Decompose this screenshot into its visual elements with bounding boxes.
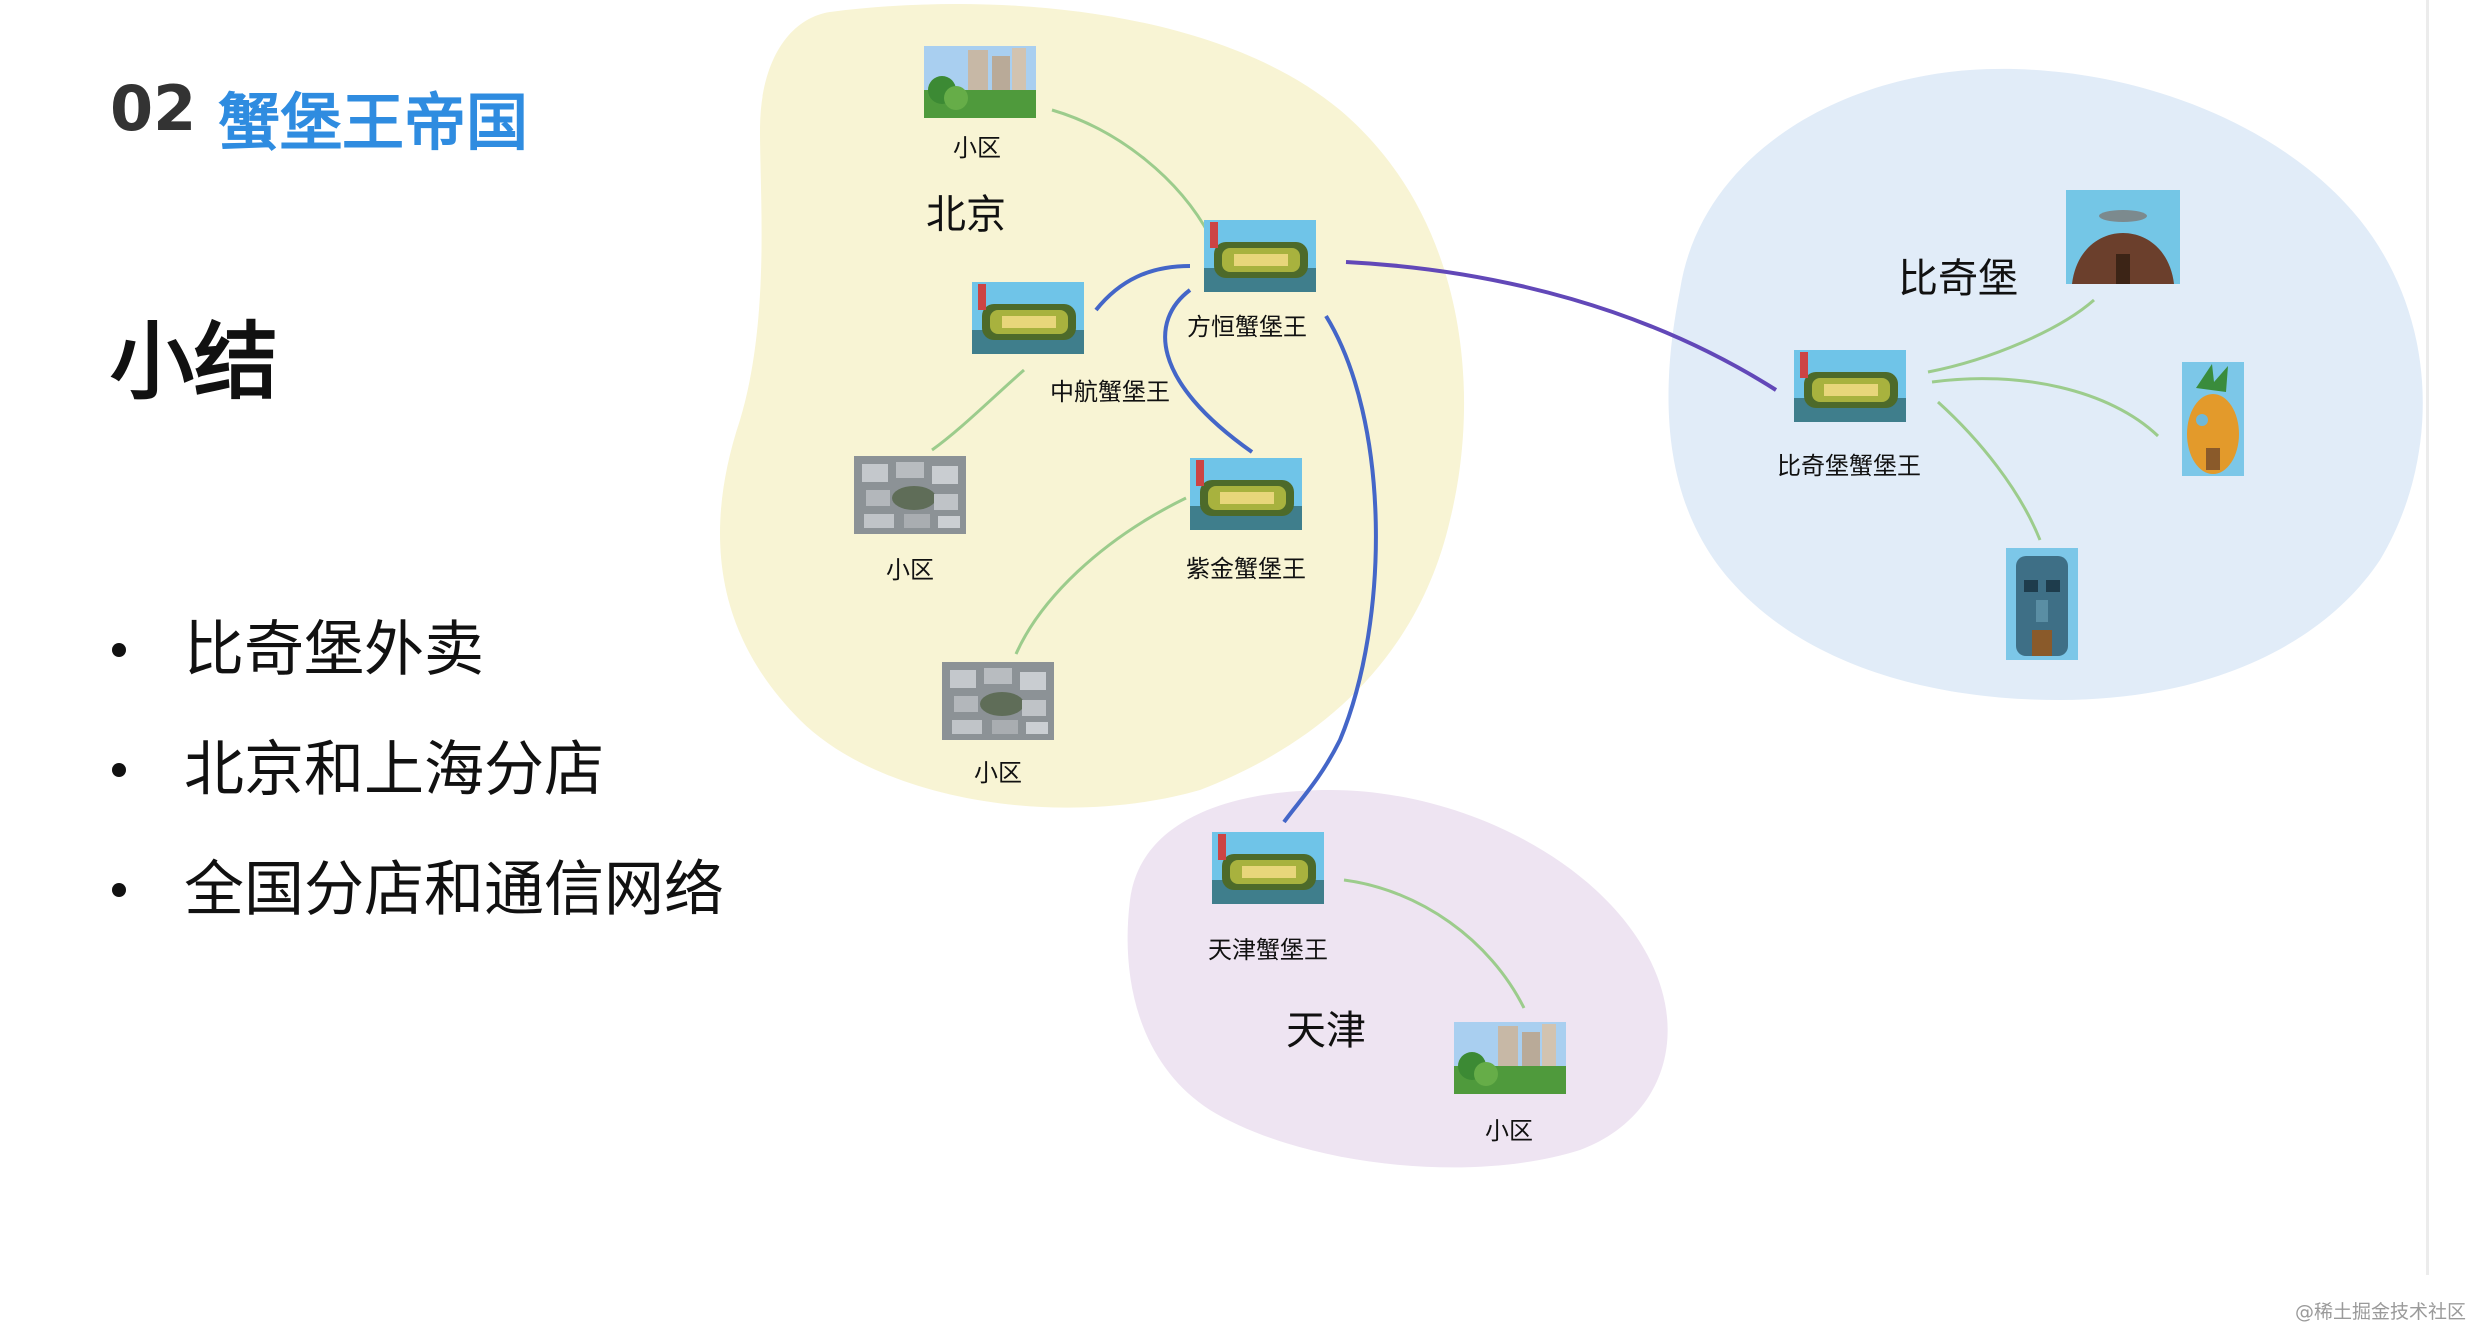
bullet-text: 比奇堡外卖 [184, 615, 484, 685]
community-label: 小区 [974, 759, 1022, 787]
edge-bikini-to-tiki-house [1936, 400, 2042, 541]
krusty-krab-bikini-image [1794, 350, 1906, 422]
community-label: 小区 [953, 134, 1001, 162]
bullet-dot-icon [112, 763, 126, 777]
right-divider [2426, 0, 2429, 1275]
bullet-list: 比奇堡外卖 北京和上海分店 全国分店和通信网络 [110, 610, 722, 970]
edge-bikini-to-pineapple-house [1931, 377, 2160, 438]
dome-house-image [2066, 190, 2180, 284]
community-aerial-image [854, 456, 966, 534]
krusty-krab-tianjin-image [1212, 832, 1324, 904]
edge-community-to-fangheng [1051, 108, 1212, 237]
bullet-item: 比奇堡外卖 [110, 610, 722, 730]
edge-bikini-to-dome-house [1927, 298, 2095, 374]
bullet-text: 全国分店和通信网络 [184, 855, 722, 925]
slide-number: 02 [110, 72, 197, 145]
bullet-dot-icon [112, 883, 126, 897]
slide-title: 蟹堡王帝国 [218, 86, 529, 159]
pineapple-house-image [2182, 362, 2244, 476]
region-tianjin [1127, 790, 1668, 1168]
edge-zhonghang-to-community [931, 368, 1025, 452]
tiki-house-image [2006, 548, 2078, 660]
community-building-image [1454, 1022, 1566, 1094]
section-heading: 小结 [110, 313, 279, 411]
edge-fangheng-to-zhonghang [1094, 264, 1191, 312]
store-label-fangheng: 方恒蟹堡王 [1187, 313, 1307, 341]
krusty-krab-zhonghang-image [972, 282, 1084, 354]
region-label-beijing: 北京 [926, 192, 1006, 238]
watermark: @稀土掘金技术社区 [2294, 1301, 2466, 1323]
community-label: 小区 [1485, 1117, 1533, 1145]
store-label-bikini: 比奇堡蟹堡王 [1777, 452, 1921, 480]
region-label-tianjin: 天津 [1286, 1008, 1366, 1054]
region-beijing [720, 3, 1465, 808]
edge-fangheng-to-bikini [1345, 260, 1778, 392]
krusty-krab-zijin-image [1190, 458, 1302, 530]
edge-fangheng-to-zijin [1163, 288, 1254, 454]
bullet-text: 北京和上海分店 [184, 735, 604, 805]
bullet-item: 北京和上海分店 [110, 730, 722, 850]
region-label-bikini: 比奇堡 [1898, 256, 2018, 302]
community-label: 小区 [886, 556, 934, 584]
community-aerial-image [942, 662, 1054, 740]
bullet-dot-icon [112, 643, 126, 657]
edge-fangheng-to-tianjin [1282, 314, 1378, 824]
store-label-tianjin: 天津蟹堡王 [1208, 936, 1328, 964]
edge-tianjin-to-community [1343, 878, 1526, 1009]
bullet-item: 全国分店和通信网络 [110, 850, 722, 970]
store-label-zhonghang: 中航蟹堡王 [1050, 378, 1170, 406]
krusty-krab-fangheng-image [1204, 220, 1316, 292]
edge-zijin-to-community [1014, 496, 1187, 655]
community-building-image [924, 46, 1036, 118]
store-label-zijin: 紫金蟹堡王 [1186, 555, 1306, 583]
